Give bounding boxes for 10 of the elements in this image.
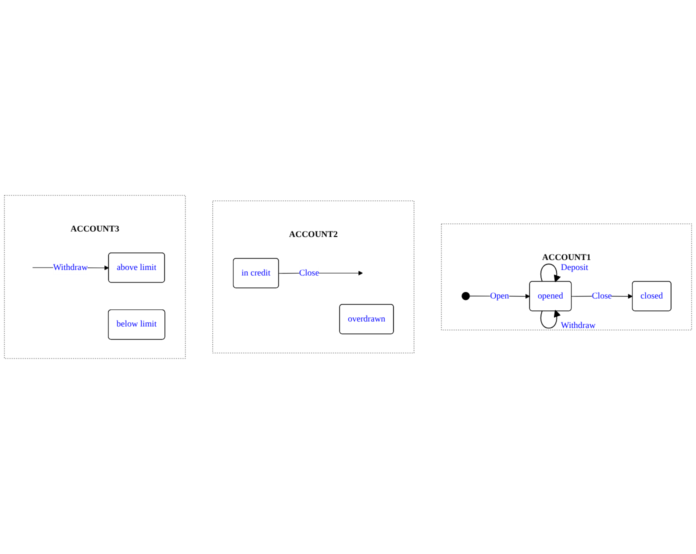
start-dot — [462, 292, 470, 300]
edge-label: Withdraw — [53, 262, 88, 272]
edge-label: Deposit — [560, 262, 588, 272]
self-loop-arrow — [540, 264, 560, 282]
self-loop-arrow — [540, 310, 560, 329]
edge-label: Withdraw — [560, 320, 596, 330]
edge-label: Open — [490, 291, 510, 301]
arrow — [278, 270, 363, 276]
edge-label: Close — [592, 291, 612, 301]
edge-label: Close — [299, 268, 320, 278]
